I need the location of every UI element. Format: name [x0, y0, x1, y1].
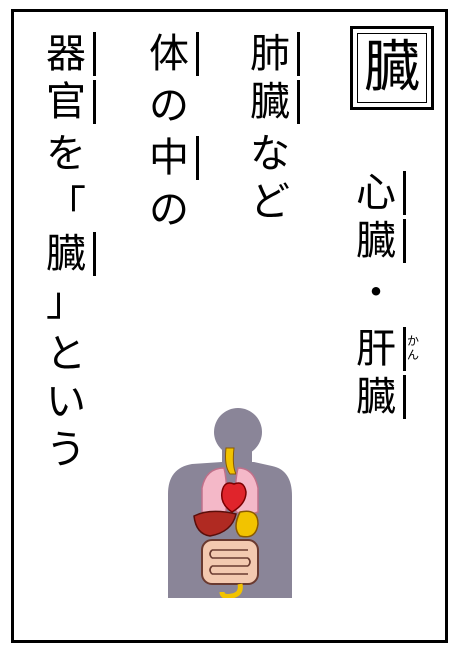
text-column-3: 体 の 中 の: [145, 30, 199, 234]
char: 臓: [246, 78, 300, 126]
intestine: [201, 539, 259, 585]
char: 心: [352, 169, 406, 217]
char: ど: [250, 179, 290, 225]
kanji-card: 臓 心 臓 ・ 肝 臓 かん 肺 臓 な ど 体 の 中 の 器 官 を 「 臓…: [11, 9, 448, 643]
char: ・: [356, 270, 396, 316]
char: を: [46, 131, 86, 177]
char: う: [46, 427, 86, 473]
char: 肺: [246, 30, 300, 78]
title-kanji-inner-frame: 臓: [357, 33, 427, 103]
char: 臓: [352, 373, 406, 421]
liver: [193, 510, 237, 537]
char: 「: [46, 183, 86, 229]
title-kanji: 臓: [364, 35, 420, 100]
intestine-coils: [209, 549, 251, 575]
furigana-kan: かん: [406, 334, 419, 362]
char: 器: [42, 30, 96, 78]
colon: [219, 583, 243, 598]
esophagus: [225, 447, 237, 475]
stomach: [235, 510, 259, 538]
char: の: [149, 187, 189, 233]
char: 官: [42, 78, 96, 126]
char: 」: [46, 279, 86, 325]
heart: [220, 482, 247, 513]
char: 体: [145, 30, 199, 78]
text-column-2: 肺 臓 な ど: [246, 30, 300, 226]
char: と: [46, 331, 86, 377]
text-column-1: 心 臓 ・ 肝 臓: [352, 169, 406, 421]
char: な: [250, 131, 290, 177]
char: 臓: [42, 230, 96, 278]
char: い: [46, 379, 86, 425]
body-silhouette: [168, 408, 292, 598]
text-column-4: 器 官 を 「 臓 」 と い う: [42, 30, 96, 474]
title-kanji-box: 臓: [350, 26, 434, 110]
char: の: [149, 83, 189, 129]
human-body-organs-icon: [168, 408, 292, 598]
char: 肝: [352, 325, 406, 373]
char: 中: [145, 134, 199, 182]
char: 臓: [352, 217, 406, 265]
